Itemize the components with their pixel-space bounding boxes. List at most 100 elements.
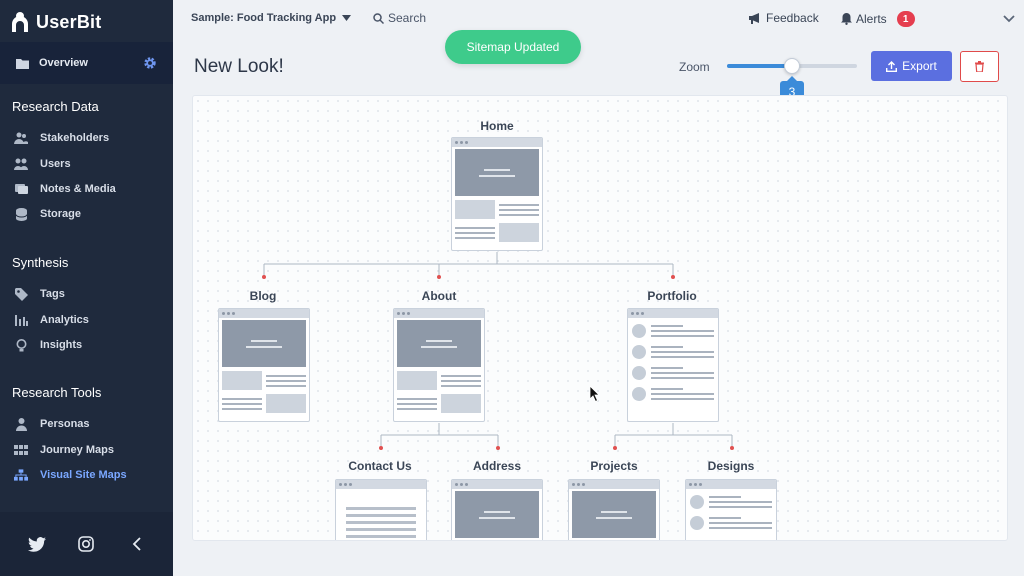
card-hero [455,149,539,196]
media-icon [14,182,28,196]
sidebar-item-label: Notes & Media [40,183,116,195]
userbit-logo-icon [12,12,28,32]
page-card-address[interactable] [451,479,543,540]
zoom-slider[interactable] [727,58,857,74]
card-hero [572,491,656,538]
sidebar: UserBit Overview Research Data Stakehold… [0,0,173,576]
search-button[interactable]: Search [373,11,426,25]
export-label: Export [902,59,937,73]
card-row [222,371,306,390]
card-block [441,394,481,413]
folder-icon [16,58,29,69]
sidebar-item-overview[interactable]: Overview [0,42,173,84]
sidebar-item-label: Visual Site Maps [40,469,127,481]
card-lines [266,371,306,390]
card-profile-row [690,516,772,530]
sidebar-item-label: Tags [40,288,65,300]
project-selector[interactable]: Sample: Food Tracking App [191,12,352,24]
users-icon [14,131,28,145]
sitemap-icon [14,468,28,482]
sidebar-item-users[interactable]: Users [14,155,71,173]
card-lines [441,371,481,390]
zoom-slider-thumb[interactable] [784,58,800,74]
gear-icon[interactable] [143,56,157,70]
page-title[interactable]: New Look! [194,56,284,77]
card-lines [499,200,539,219]
sidebar-item-insights[interactable]: Insights [14,336,82,354]
card-profile-row [632,324,714,338]
brand-name: UserBit [36,11,102,32]
card-titlebar [628,309,718,318]
sidebar-item-visual-site-maps[interactable]: Visual Site Maps [14,466,127,484]
card-row [222,394,306,413]
page-card-contact-us[interactable] [335,479,427,540]
alerts-label: Alerts [856,12,887,26]
card-titlebar [569,480,659,489]
card-titlebar [686,480,776,489]
node-label-blog: Blog [249,289,277,303]
sidebar-item-label: Overview [39,57,88,69]
section-title-research-tools: Research Tools [12,385,102,400]
node-label-about: About [421,289,457,303]
feedback-button[interactable]: Feedback [749,11,819,25]
instagram-icon[interactable] [76,534,96,554]
alerts-button[interactable]: Alerts 1 [841,11,915,27]
alerts-count-badge: 1 [896,11,915,27]
page-card-designs[interactable] [685,479,777,540]
card-titlebar [336,480,426,489]
sidebar-item-personas[interactable]: Personas [14,415,90,433]
caret-down-icon [342,15,352,21]
card-block [266,394,306,413]
sidebar-item-label: Stakeholders [40,132,110,144]
page-card-about[interactable] [393,308,485,422]
delete-button[interactable] [960,51,999,82]
twitter-icon[interactable] [27,534,47,554]
zoom-slider-fill [727,64,792,68]
card-profile-row [632,345,714,359]
brand[interactable]: UserBit [10,8,101,36]
sidebar-item-stakeholders[interactable]: Stakeholders [14,129,109,147]
page-card-portfolio[interactable] [627,308,719,422]
database-icon [14,207,28,221]
page-card-blog[interactable] [218,308,310,422]
card-block [455,200,495,219]
card-titlebar [394,309,484,318]
sidebar-item-label: Analytics [40,314,89,326]
bell-icon [841,13,852,25]
card-row [455,223,539,242]
card-block [397,371,437,390]
card-titlebar [452,138,542,147]
card-hero [222,320,306,367]
sitemap-canvas[interactable]: Home Blog About Portfolio Contact Us [192,95,1008,541]
chevron-down-icon[interactable] [1003,14,1015,24]
sidebar-item-label: Journey Maps [40,444,114,456]
trash-icon [975,61,984,72]
node-label-projects: Projects [590,459,638,473]
sitemap-connectors [262,252,734,450]
collapse-icon[interactable] [126,534,146,554]
sidebar-item-storage[interactable]: Storage [14,205,81,223]
card-block [222,371,262,390]
zoom-label: Zoom [679,60,710,74]
node-label-designs: Designs [707,459,755,473]
grid-icon [14,443,28,457]
node-label-address: Address [472,459,522,473]
project-name: Sample: Food Tracking App [191,12,337,24]
card-row [455,200,539,219]
sidebar-item-label: Storage [40,208,81,220]
upload-icon [886,60,898,72]
card-hero [455,491,539,538]
node-label-home: Home [480,119,514,133]
card-profile-row [690,495,772,509]
sidebar-item-notes-media[interactable]: Notes & Media [14,180,116,198]
export-button[interactable]: Export [871,51,952,81]
page-card-projects[interactable] [568,479,660,540]
card-profile-list [686,489,776,536]
section-title-synthesis: Synthesis [12,255,69,270]
feedback-label: Feedback [766,11,819,25]
page-card-home[interactable] [451,137,543,251]
sidebar-item-tags[interactable]: Tags [14,285,65,303]
sidebar-item-analytics[interactable]: Analytics [14,311,89,329]
search-label: Search [388,11,427,25]
sidebar-item-journey-maps[interactable]: Journey Maps [14,441,114,459]
